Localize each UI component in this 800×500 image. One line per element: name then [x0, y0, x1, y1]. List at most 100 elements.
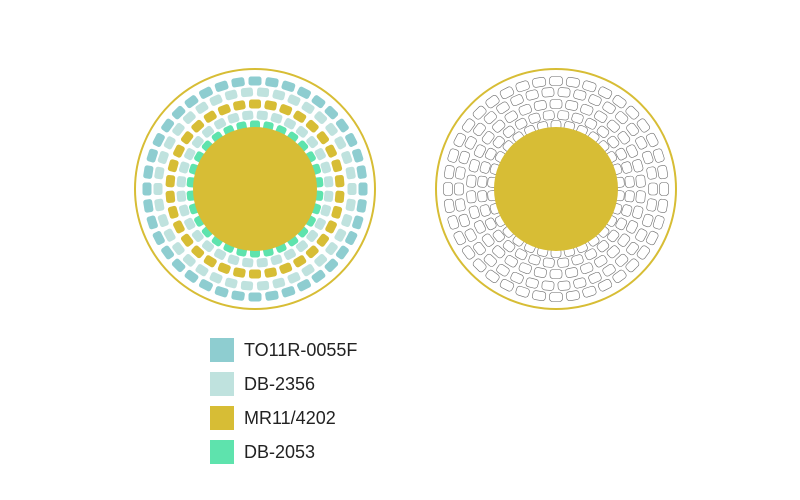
tile [642, 150, 654, 165]
tile [468, 159, 480, 173]
tile [283, 248, 296, 260]
tile [515, 80, 530, 93]
tile [165, 190, 176, 204]
tile [606, 119, 620, 133]
tile [466, 190, 477, 204]
tile [272, 89, 286, 101]
tile [447, 215, 460, 230]
tile [341, 214, 353, 227]
tile [316, 233, 330, 247]
tile [334, 174, 345, 188]
tile-ring-2 [153, 87, 357, 291]
tile [264, 100, 277, 111]
tile [172, 122, 185, 136]
tile [624, 175, 635, 188]
tile [496, 264, 510, 277]
tile [492, 119, 506, 133]
tile [227, 112, 240, 124]
tile [233, 267, 246, 278]
tile [594, 255, 608, 268]
tile [514, 117, 528, 130]
tile [293, 255, 307, 268]
tile [297, 86, 312, 99]
tile [323, 190, 334, 202]
tile [464, 228, 477, 242]
tile [264, 267, 277, 278]
tile [320, 204, 332, 217]
tile [496, 101, 510, 114]
tile [224, 89, 238, 101]
tile [597, 279, 613, 292]
tile [502, 125, 516, 138]
tile [279, 262, 293, 274]
tile [584, 248, 598, 261]
tile [473, 241, 486, 256]
tile [510, 94, 524, 107]
tile [324, 258, 339, 273]
tile [184, 269, 199, 283]
tile [163, 228, 176, 242]
tile [180, 233, 194, 247]
legend-swatch-to11r [210, 337, 234, 362]
tile [335, 245, 349, 260]
tile [325, 220, 337, 234]
tile [345, 132, 358, 147]
tile [270, 112, 283, 124]
tile [347, 183, 357, 195]
tile [615, 253, 629, 267]
tile [171, 105, 186, 120]
tile [542, 110, 555, 121]
tile [484, 217, 497, 231]
tile [256, 110, 268, 121]
tile [455, 166, 466, 180]
tile [305, 119, 319, 133]
tile [345, 231, 358, 246]
tile [549, 99, 563, 109]
tile [201, 240, 215, 253]
tile [657, 198, 668, 213]
legend-swatch-db2356 [210, 371, 234, 396]
tile [191, 135, 204, 149]
tile [479, 204, 491, 217]
tile [602, 264, 616, 277]
tile [549, 269, 563, 279]
tile [596, 125, 610, 138]
tile [295, 125, 309, 138]
tile [626, 122, 639, 137]
tile [242, 257, 254, 268]
tile [533, 267, 547, 278]
tile [265, 77, 279, 88]
tile [167, 159, 179, 173]
tile [146, 215, 158, 230]
tile [154, 198, 165, 212]
tile [462, 118, 476, 133]
tile [443, 182, 453, 196]
tile [454, 182, 464, 196]
tile [602, 101, 616, 114]
tile [306, 135, 319, 149]
tile [195, 264, 209, 277]
tile [549, 292, 563, 302]
tile [565, 290, 580, 301]
tile [557, 110, 570, 121]
tile [485, 95, 500, 109]
tile [231, 77, 245, 88]
tile [492, 135, 505, 149]
legend-swatch-mr11 [210, 405, 234, 430]
tile [314, 148, 326, 161]
tile [301, 101, 315, 114]
tile [525, 89, 539, 101]
tile [180, 131, 194, 145]
tile [642, 213, 654, 228]
tile [532, 290, 547, 301]
tile [541, 87, 555, 98]
tile [240, 280, 254, 291]
tile [479, 161, 491, 174]
tile [518, 262, 532, 275]
tile [659, 182, 669, 196]
tile-ring-4 [176, 110, 334, 268]
tile [657, 165, 668, 180]
tile [580, 262, 594, 275]
legend-item-mr11: MR11/4202 [210, 405, 470, 430]
tile [178, 161, 190, 174]
